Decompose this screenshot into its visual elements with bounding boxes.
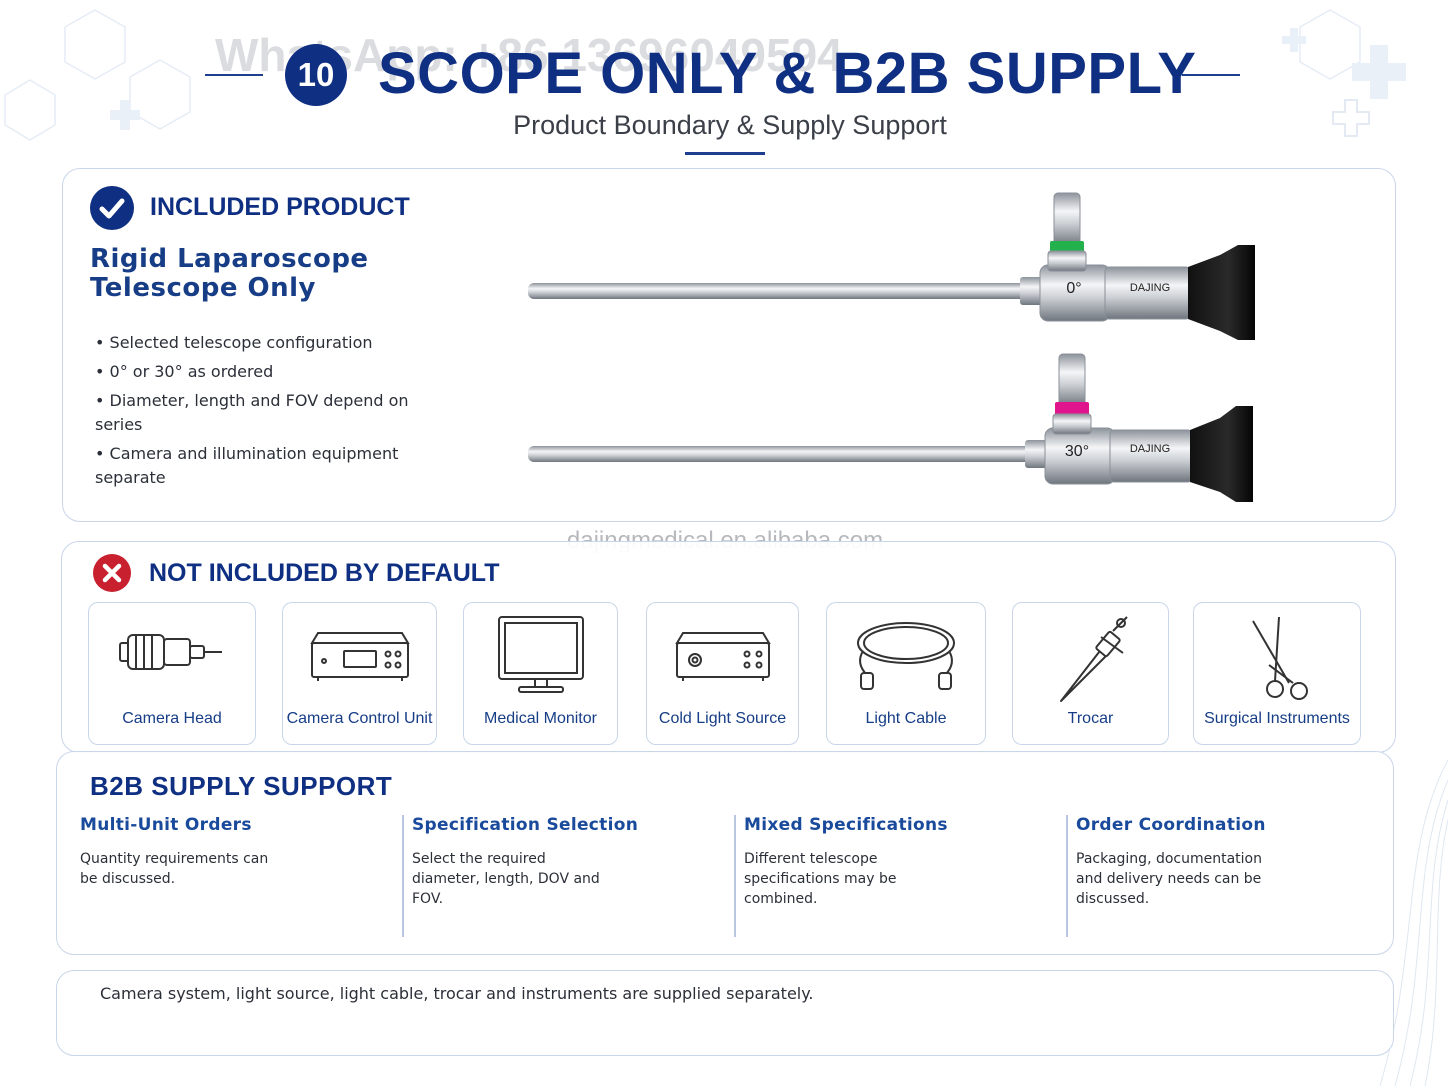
- surgical-instruments-icon: [1252, 616, 1308, 700]
- camera-head-icon: [119, 634, 222, 670]
- bullet-item: Camera and illumination equipment separa…: [95, 442, 435, 490]
- scope-angle-label: 30°: [1065, 443, 1089, 460]
- included-heading: INCLUDED PRODUCT: [150, 193, 410, 221]
- column-divider: [402, 815, 404, 937]
- port-ring-0: [1050, 241, 1084, 253]
- b2b-column-title: Mixed Specifications: [744, 815, 948, 835]
- excluded-item-label: Surgical Instruments: [1204, 710, 1350, 727]
- scope-brand-label: DAJING: [1130, 443, 1170, 455]
- b2b-column-title: Order Coordination: [1076, 815, 1266, 835]
- b2b-body-line: Quantity requirements can: [80, 851, 269, 867]
- bullet-item: Diameter, length and FOV depend on serie…: [95, 389, 435, 437]
- excluded-item-label: Camera Control Unit: [286, 710, 433, 727]
- b2b-column-multi-unit: Multi-Unit Orders Quantity requirements …: [80, 815, 380, 937]
- b2b-body-line: FOV.: [412, 891, 444, 907]
- b2b-body-line: be discussed.: [80, 871, 176, 887]
- bullet-item: 0° or 30° as ordered: [95, 360, 435, 384]
- header-line-right: [1182, 74, 1240, 76]
- laparoscope-0-degree-image: 0° DAJING: [528, 192, 1255, 340]
- included-bullet-list: Selected telescope configuration 0° or 3…: [95, 331, 435, 495]
- page-subtitle: Product Boundary & Supply Support: [513, 110, 947, 140]
- cross-icon: [93, 554, 131, 592]
- b2b-body-line: combined.: [744, 891, 818, 907]
- trocar-icon: [1059, 616, 1128, 702]
- note-panel: [56, 970, 1394, 1056]
- b2b-supply-panel: [56, 751, 1394, 955]
- b2b-body-line: Different telescope: [744, 851, 878, 867]
- excluded-item-label: Camera Head: [122, 710, 222, 727]
- excluded-item-label: Cold Light Source: [658, 710, 787, 727]
- page-title: SCOPE ONLY & B2B SUPPLY: [378, 41, 1197, 106]
- supply-note: Camera system, light source, light cable…: [100, 984, 814, 1003]
- bullet-item: Selected telescope configuration: [95, 331, 435, 355]
- checkmark-icon: [90, 186, 134, 230]
- scope-angle-label: 0°: [1066, 280, 1081, 297]
- camera-control-unit-icon: [309, 632, 410, 681]
- not-included-heading: NOT INCLUDED BY DEFAULT: [149, 559, 500, 587]
- column-divider: [1066, 815, 1068, 937]
- excluded-item-light-cable: Light Cable: [826, 602, 986, 745]
- b2b-body-line: discussed.: [1076, 891, 1150, 907]
- subtitle-underline: [685, 152, 765, 155]
- b2b-column-title: Specification Selection: [412, 815, 639, 835]
- laparoscope-30-degree-image: 30° DAJING: [528, 353, 1253, 502]
- column-divider: [734, 815, 736, 937]
- b2b-column-body: Packaging, documentation and delivery ne…: [1076, 849, 1376, 909]
- excluded-item-medical-monitor: Medical Monitor: [463, 602, 618, 745]
- excluded-item-camera-head: Camera Head: [88, 602, 256, 745]
- b2b-column-title: Multi-Unit Orders: [80, 815, 252, 835]
- excluded-item-label: Trocar: [1067, 710, 1114, 727]
- excluded-item-camera-control-unit: Camera Control Unit: [282, 602, 437, 745]
- section-number-badge: 10: [285, 44, 347, 106]
- b2b-column-order-coordination: Order Coordination Packaging, documentat…: [1076, 815, 1376, 937]
- port-ring-30: [1055, 402, 1089, 416]
- excluded-item-trocar: Trocar: [1012, 602, 1169, 745]
- b2b-column-specification: Specification Selection Select the requi…: [412, 815, 712, 937]
- b2b-column-body: Different telescope specifications may b…: [744, 849, 1044, 909]
- b2b-heading: B2B SUPPLY SUPPORT: [90, 771, 393, 801]
- b2b-body-line: diameter, length, DOV and: [412, 871, 600, 887]
- excluded-item-cold-light-source: Cold Light Source: [646, 602, 799, 745]
- excluded-item-label: Light Cable: [865, 710, 947, 727]
- b2b-column-body: Quantity requirements can be discussed.: [80, 849, 380, 889]
- b2b-column-body: Select the required diameter, length, DO…: [412, 849, 712, 909]
- product-name-line1: Rigid Laparoscope: [90, 244, 369, 274]
- excluded-item-label: Medical Monitor: [484, 710, 597, 727]
- excluded-item-surgical-instruments: Surgical Instruments: [1193, 602, 1361, 745]
- header-line-left: [205, 74, 263, 76]
- light-cable-icon: [857, 622, 955, 690]
- scope-brand-label: DAJING: [1130, 282, 1170, 294]
- product-name: Rigid Laparoscope Telescope Only: [90, 245, 470, 303]
- b2b-body-line: and delivery needs can be: [1076, 871, 1262, 887]
- b2b-body-line: Select the required: [412, 851, 546, 867]
- b2b-column-mixed: Mixed Specifications Different telescope…: [744, 815, 1044, 937]
- light-source-icon: [674, 632, 771, 681]
- b2b-body-line: specifications may be: [744, 871, 897, 887]
- monitor-icon: [497, 616, 584, 693]
- b2b-body-line: Packaging, documentation: [1076, 851, 1262, 867]
- product-name-line2: Telescope Only: [90, 273, 316, 303]
